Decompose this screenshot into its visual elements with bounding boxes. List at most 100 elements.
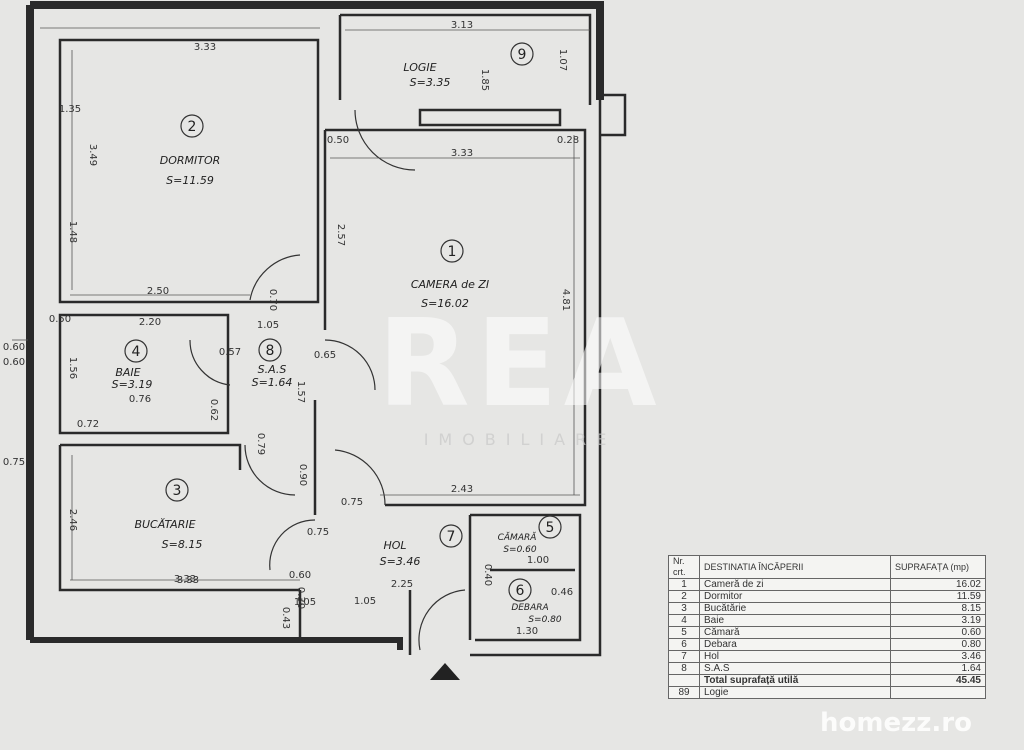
room-area: S=1.64 <box>252 376 293 389</box>
row-area: 1.64 <box>890 662 986 675</box>
dimension-label: 2.46 <box>67 509 78 531</box>
dimension-label: 0.60 <box>3 342 25 353</box>
row-area: 0.60 <box>890 626 986 639</box>
table-header-row: Nr. crt. DESTINATIA ÎNCĂPERII SUPRAFAȚA … <box>668 555 986 579</box>
dimension-label: 0.75 <box>307 527 329 538</box>
room-number-markers <box>124 42 562 602</box>
row-number: 2 <box>668 590 700 603</box>
dimension-labels: 3.33 3.13 3.33 3.33 2.50 2.20 2.43 3.33 … <box>3 20 579 637</box>
dimension-label: 0.50 <box>327 135 349 146</box>
room-name: S.A.S <box>258 363 287 376</box>
dimension-label: 1.05 <box>294 597 316 608</box>
room-name: DORMITOR <box>160 154 221 167</box>
dimension-label: 0.76 <box>129 394 151 405</box>
dimension-label: 3.33 <box>194 42 216 53</box>
room-area: S=11.59 <box>166 174 214 187</box>
dimension-label: 0.90 <box>297 464 308 486</box>
room-name: BAIE <box>115 366 140 379</box>
row-room-name: Cămară <box>699 626 891 639</box>
dimension-label: 0.62 <box>208 399 219 421</box>
total-label: Total suprafață utilă <box>699 674 891 687</box>
loggia-area <box>890 686 986 699</box>
site-watermark: homezz.ro <box>820 708 972 738</box>
dimension-lines <box>12 27 590 581</box>
dimension-label: 1.30 <box>516 626 538 637</box>
room-number: 1 <box>448 244 457 260</box>
row-number: 7 <box>668 650 700 663</box>
dimension-label: 0.46 <box>551 587 573 598</box>
dimension-label: 1.07 <box>557 49 568 71</box>
brand-watermark: REA IMOBILIARE <box>360 295 680 450</box>
row-area: 0.80 <box>890 638 986 651</box>
row-number: 5 <box>668 626 700 639</box>
dimension-label: 1.56 <box>67 357 78 379</box>
dimension-label: 0.30 <box>295 587 306 609</box>
row-room-name: Cameră de zi <box>699 578 891 591</box>
header-nr: Nr. crt. <box>668 555 700 579</box>
room-number: 9 <box>518 47 527 63</box>
total-area: 45.45 <box>890 674 986 687</box>
room-name: CAMERA de ZI <box>411 278 489 291</box>
dimension-label: 4.81 <box>560 289 571 311</box>
room-number: 2 <box>188 119 197 135</box>
dimension-label: 0.57 <box>219 347 241 358</box>
room-name: LOGIE <box>403 61 436 74</box>
row-room-name: Debara <box>699 638 891 651</box>
dimension-label: 0.50 <box>49 314 71 325</box>
dimension-label: 1.48 <box>67 221 78 243</box>
dimension-label: 1.05 <box>354 596 376 607</box>
room-number: 5 <box>546 520 555 536</box>
row-room-name: Hol <box>699 650 891 663</box>
entry-arrow-icon <box>430 663 460 680</box>
room-area: S=3.35 <box>410 76 451 89</box>
dimension-label: 0.70 <box>267 289 278 311</box>
dimension-label: 2.50 <box>147 286 169 297</box>
row-room-name: S.A.S <box>699 662 891 675</box>
dimension-label: 0.65 <box>314 350 336 361</box>
room-number: 7 <box>447 529 456 545</box>
door-swings <box>189 109 466 651</box>
row-number: 6 <box>668 638 700 651</box>
dimension-label: 0.79 <box>255 433 266 455</box>
dimension-label: 3.33 <box>174 574 196 585</box>
dimension-label: 0.60 <box>289 570 311 581</box>
dimension-label: 2.57 <box>335 224 346 246</box>
row-room-name: Bucătărie <box>699 602 891 615</box>
header-destination: DESTINATIA ÎNCĂPERII <box>699 555 891 579</box>
dimension-label: 1.85 <box>479 69 490 91</box>
row-number: 8 <box>668 662 700 675</box>
row-area: 8.15 <box>890 602 986 615</box>
room-number: 6 <box>516 583 525 599</box>
room-name: BUCĂTARIE <box>134 518 195 531</box>
loggia-label: Logie <box>699 686 891 699</box>
dimension-label: 3.13 <box>451 20 473 31</box>
brand-watermark-text: REA <box>377 295 663 434</box>
row-number: 89 <box>668 686 700 699</box>
row-number <box>668 674 700 687</box>
header-area: SUPRAFAȚA (mp) <box>890 555 986 579</box>
room-area-table: Nr. crt. DESTINATIA ÎNCĂPERII SUPRAFAȚA … <box>668 555 986 699</box>
dimension-label: 2.20 <box>139 317 161 328</box>
dimension-label: 0.60 <box>3 357 25 368</box>
room-number: 3 <box>173 483 182 499</box>
dimension-label: 0.40 <box>482 564 493 586</box>
row-number: 3 <box>668 602 700 615</box>
row-number: 1 <box>668 578 700 591</box>
row-number: 4 <box>668 614 700 627</box>
dimension-label: 0.75 <box>3 457 25 468</box>
row-area: 3.19 <box>890 614 986 627</box>
dimension-label: 3.49 <box>87 144 98 166</box>
dimension-label: 0.28 <box>557 135 579 146</box>
row-area: 16.02 <box>890 578 986 591</box>
dimension-label: 2.25 <box>391 579 413 590</box>
room-labels: 2 DORMITOR S=11.59 1 CAMERA de ZI S=16.0… <box>112 47 562 625</box>
